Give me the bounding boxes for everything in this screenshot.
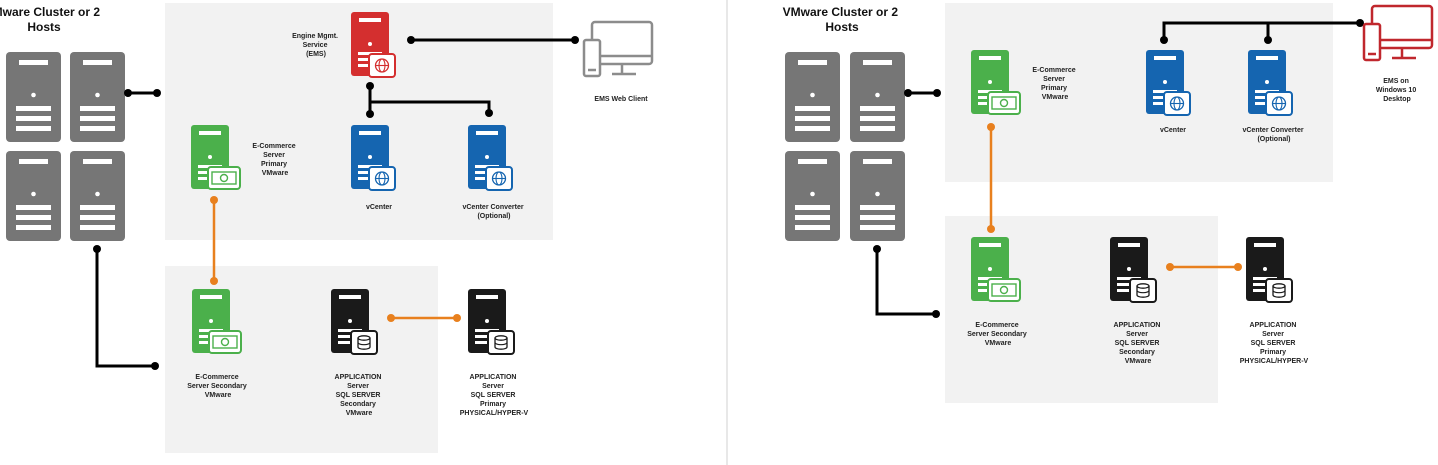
connector-dot xyxy=(1264,36,1272,44)
database-icon xyxy=(350,330,378,355)
ems-web-client-label: EMS Web Client xyxy=(594,96,648,103)
host-server-2 xyxy=(850,52,905,142)
ecommerce-secondary-label: E-Commerce Server Secondary VMware xyxy=(967,322,1029,347)
vcenter-label: vCenter xyxy=(366,204,392,211)
host-server-1 xyxy=(785,52,840,142)
host-connectors xyxy=(875,91,937,316)
ems-label: Engine Mgmt. Service (EMS) xyxy=(292,33,340,58)
cash-icon xyxy=(208,330,242,354)
vcenter-converter-server xyxy=(1248,50,1293,116)
ecommerce-secondary-server xyxy=(192,289,242,354)
ecommerce-secondary-server xyxy=(971,237,1021,302)
connector-dot xyxy=(904,89,912,97)
replication-dot xyxy=(987,225,995,233)
app-server-secondary-label: APPLICATION Server SQL SERVER Secondary … xyxy=(1114,322,1163,365)
globe-icon xyxy=(368,166,396,191)
vcenter-converter-label: vCenter Converter (Optional) xyxy=(462,204,525,220)
connector-dot xyxy=(933,89,941,97)
ems-web-client-icon xyxy=(582,20,654,78)
cluster-title: VMware Cluster or 2 Hosts xyxy=(0,5,103,34)
vcenter-converter-label: vCenter Converter (Optional) xyxy=(1242,127,1305,143)
ems-server xyxy=(351,12,396,78)
replication-dot xyxy=(1234,263,1242,271)
connector-dot xyxy=(366,82,374,90)
app-server-primary-label: APPLICATION Server SQL SERVER Primary PH… xyxy=(1240,322,1309,365)
replication-links xyxy=(212,200,457,320)
vcenter-converter-server xyxy=(468,125,513,191)
vcenter-server xyxy=(1146,50,1191,116)
connector-dot xyxy=(873,245,881,253)
replication-dot xyxy=(453,314,461,322)
vcenter-label: vCenter xyxy=(1160,127,1186,134)
database-icon xyxy=(1129,278,1157,303)
cash-icon xyxy=(987,91,1021,115)
replication-dot xyxy=(210,196,218,204)
app-server-secondary xyxy=(331,289,378,355)
connector-dot xyxy=(153,89,161,97)
globe-icon xyxy=(368,53,396,78)
ems-desktop-icon xyxy=(1362,4,1434,62)
right-diagram: VMware Cluster or 2 Hosts xyxy=(783,3,1434,403)
host-server-3 xyxy=(6,151,61,241)
database-icon xyxy=(1265,278,1293,303)
app-server-primary xyxy=(1246,237,1293,303)
connector-dot xyxy=(366,110,374,118)
app-server-primary-label: APPLICATION Server SQL SERVER Primary PH… xyxy=(460,374,529,417)
host-server-4 xyxy=(70,151,125,241)
connector-dot xyxy=(1160,36,1168,44)
connector-dot xyxy=(151,362,159,370)
replication-dot xyxy=(387,314,395,322)
ecommerce-primary-label: E-Commerce Server Primary VMware xyxy=(252,143,297,177)
ems-desktop-label: EMS on Windows 10 Desktop xyxy=(1376,78,1418,103)
database-icon xyxy=(487,330,515,355)
connector-dot xyxy=(932,310,940,318)
host-server-2 xyxy=(70,52,125,142)
host-server-1 xyxy=(6,52,61,142)
cluster-title: VMware Cluster or 2 Hosts xyxy=(783,5,902,34)
replication-dot xyxy=(210,277,218,285)
ecommerce-primary-label: E-Commerce Server Primary VMware xyxy=(1032,67,1077,101)
replication-dot xyxy=(987,123,995,131)
host-server-4 xyxy=(850,151,905,241)
app-server-secondary-label: APPLICATION Server SQL SERVER Secondary … xyxy=(335,374,384,417)
connector-dot xyxy=(124,89,132,97)
host-server-3 xyxy=(785,151,840,241)
replication-dot xyxy=(1166,263,1174,271)
connector-dot xyxy=(485,109,493,117)
globe-icon xyxy=(1265,91,1293,116)
ecommerce-primary-server xyxy=(191,125,241,190)
ecommerce-secondary-label: E-Commerce Server Secondary VMware xyxy=(187,374,249,399)
app-server-secondary xyxy=(1110,237,1157,303)
connector-dot xyxy=(1356,19,1364,27)
left-diagram: VMware Cluster or 2 Hosts xyxy=(0,3,654,453)
globe-icon xyxy=(1163,91,1191,116)
vcenter-server xyxy=(351,125,396,191)
connector-dot xyxy=(407,36,415,44)
ecommerce-primary-server xyxy=(971,50,1021,115)
cash-icon xyxy=(987,278,1021,302)
connector-dot xyxy=(571,36,579,44)
app-server-primary xyxy=(468,289,515,355)
replication-links xyxy=(989,127,1238,269)
globe-icon xyxy=(485,166,513,191)
connector-dot xyxy=(93,245,101,253)
cash-icon xyxy=(207,166,241,190)
